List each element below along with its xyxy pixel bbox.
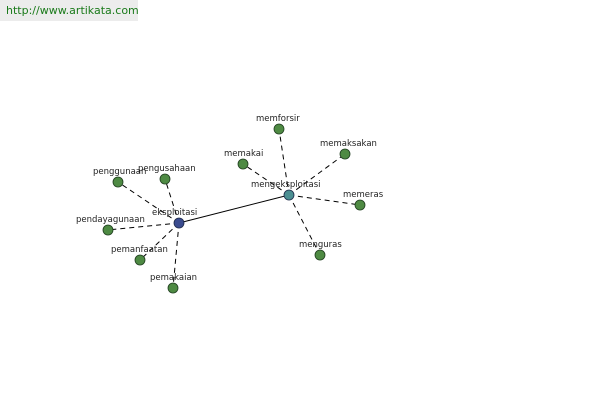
label-pemanfaatan: pemanfaatan [111, 245, 168, 255]
edge-eksploitasi-mengeksploitasi [178, 194, 290, 224]
edge-mengeksploitasi-memeras [288, 194, 361, 206]
node-pendayagunaan[interactable] [102, 224, 114, 236]
node-penggunaan[interactable] [112, 176, 124, 188]
node-memeras[interactable] [354, 199, 366, 211]
edge-eksploitasi-pendayagunaan [107, 222, 180, 231]
label-pengusahaan: pengusahaan [138, 164, 196, 174]
label-pemakaian: pemakaian [150, 273, 197, 283]
label-pendayagunaan: pendayagunaan [76, 215, 145, 225]
watermark-url: http://www.artikata.com [0, 0, 139, 21]
hub-node-mengeksploitasi[interactable] [283, 189, 295, 201]
edge-eksploitasi-pemakaian [172, 222, 180, 289]
edge-mengeksploitasi-memakai [242, 163, 290, 196]
label-memaksakan: memaksakan [320, 139, 377, 149]
node-memakai[interactable] [237, 158, 249, 170]
label-memeras: memeras [343, 190, 384, 200]
hub-label-eksploitasi: eksploitasi [152, 208, 197, 218]
edge-eksploitasi-pengusahaan [164, 178, 180, 224]
edge-mengeksploitasi-menguras [288, 194, 321, 256]
nodes-layer [102, 123, 366, 294]
label-memforsir: memforsir [256, 114, 300, 124]
node-memforsir[interactable] [273, 123, 285, 135]
edges-layer [107, 128, 361, 289]
edge-eksploitasi-penggunaan [117, 181, 180, 224]
node-pengusahaan[interactable] [159, 173, 171, 185]
hub-node-eksploitasi[interactable] [173, 217, 185, 229]
edge-mengeksploitasi-memaksakan [288, 153, 346, 196]
node-pemanfaatan[interactable] [134, 254, 146, 266]
hub-label-mengeksploitasi: mengeksploitasi [251, 180, 321, 190]
label-penggunaan: penggunaan [93, 167, 146, 177]
label-memakai: memakai [224, 149, 263, 159]
node-pemakaian[interactable] [167, 282, 179, 294]
node-menguras[interactable] [314, 249, 326, 261]
edge-mengeksploitasi-memforsir [278, 128, 290, 196]
label-menguras: menguras [299, 240, 342, 250]
node-memaksakan[interactable] [339, 148, 351, 160]
